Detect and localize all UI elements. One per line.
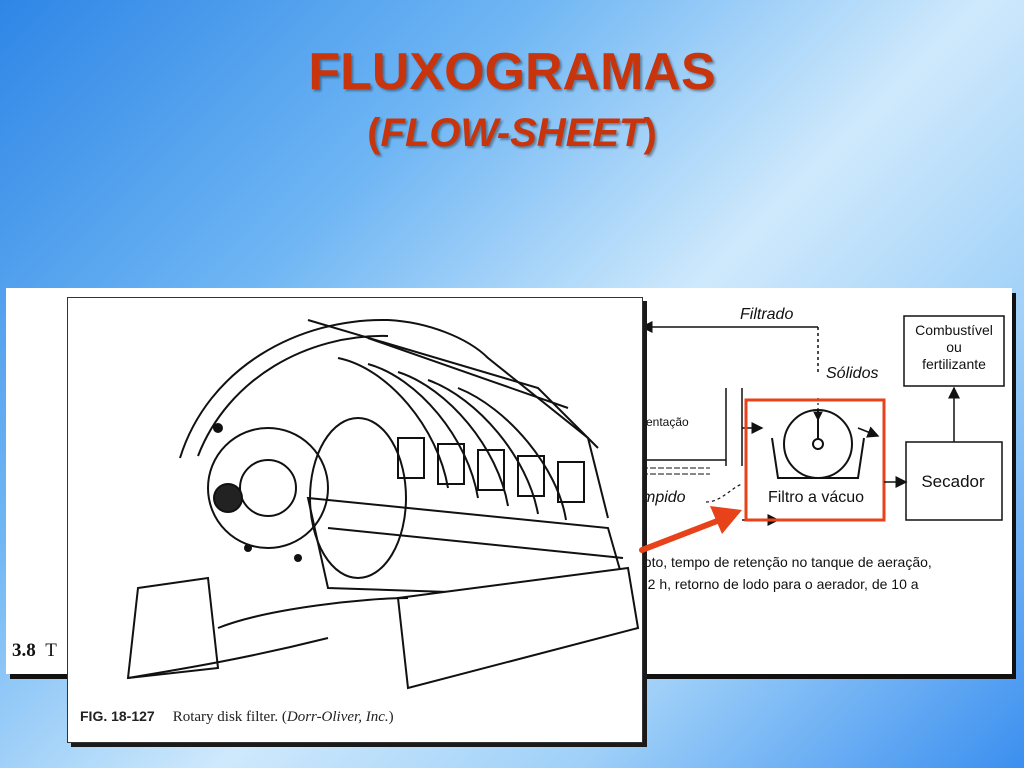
valve-head-1	[397, 437, 425, 479]
filtrado-label: Filtrado	[740, 306, 794, 323]
pointer-arrow-icon	[639, 506, 742, 553]
pointer-arrow-head	[710, 506, 742, 534]
fuel-fertilizer-box	[903, 315, 1005, 387]
filter-trough	[771, 437, 865, 479]
solidos-label: Sólidos	[826, 365, 879, 382]
filter-hood-inner	[197, 334, 389, 457]
flowsheet-diagram	[636, 315, 1005, 526]
base-curve	[127, 637, 329, 679]
drive-gear	[213, 483, 243, 513]
fertilizer-label: fertilizante	[922, 356, 986, 372]
figure-caption-text: Rotary disk filter. (	[172, 709, 287, 725]
slide-subtitle: (FLOW-SHEET)	[0, 108, 1024, 158]
top-rail-2	[367, 337, 569, 409]
figure-caption-end: )	[388, 709, 394, 725]
section-text: T	[45, 640, 57, 661]
base-right	[396, 566, 640, 690]
motor-housing	[309, 417, 407, 579]
top-rail	[307, 319, 599, 449]
solids-discharge-arrow	[857, 426, 880, 438]
base-left	[126, 576, 220, 680]
flowsheet-caption-line2: a 2 h, retorno de lodo para o aerador, d…	[636, 576, 919, 592]
base-link	[217, 597, 409, 629]
valve-head-5	[557, 461, 585, 503]
alimentacao-label: mentação	[636, 415, 689, 429]
or-label: ou	[946, 339, 962, 355]
bolt-2	[294, 554, 302, 562]
drive-drum	[207, 427, 329, 549]
disk-1	[337, 357, 449, 489]
disk-4	[427, 379, 539, 515]
disk-2	[367, 363, 479, 499]
slide-title: FLUXOGRAMAS	[308, 43, 716, 101]
tank-rib	[327, 527, 624, 559]
rotary-disk-filter-drawing	[126, 318, 640, 690]
rotary-disk-filter-figure: FIG. 18-127 Rotary disk filter. (Dorr-Oli…	[67, 297, 643, 743]
filter-drum-axle	[812, 438, 824, 450]
vacuum-filter-highlight	[744, 398, 886, 522]
subtitle-open-paren: (	[367, 111, 381, 155]
tank-hatch	[642, 467, 710, 475]
valve-head-3	[477, 449, 505, 491]
bolt-1	[244, 544, 252, 552]
flowsheet-caption-line1: goto, tempo de retenção no tanque de aer…	[636, 554, 932, 570]
valve-head-2	[437, 443, 465, 485]
figure-caption: FIG. 18-127 Rotary disk filter. (Dorr-Oli…	[80, 708, 394, 726]
limpido-label: mpido	[642, 489, 686, 506]
limpido-line	[705, 483, 743, 503]
figure-company: Dorr-Oliver, Inc.	[286, 709, 389, 725]
vacuum-filter-label: Filtro a vácuo	[767, 489, 865, 506]
section-number: 3.8	[12, 640, 36, 661]
fuel-fertilizer-label: Combustível ou fertilizante	[902, 322, 1006, 373]
subtitle-flow-sheet: FLOW-SHEET	[380, 111, 644, 155]
disk-3	[397, 371, 509, 507]
dryer-label: Secador	[921, 472, 985, 491]
subtitle-close-paren: )	[643, 111, 657, 155]
valve-head-4	[517, 455, 545, 497]
gauge-icon	[213, 423, 223, 433]
drive-hub	[239, 459, 297, 517]
fuel-label: Combustível	[915, 322, 993, 338]
pointer-arrow-shaft	[639, 515, 728, 553]
section-heading: 3.8 T	[12, 640, 57, 662]
figure-number: FIG. 18-127	[80, 708, 155, 724]
filter-hood	[179, 318, 609, 519]
